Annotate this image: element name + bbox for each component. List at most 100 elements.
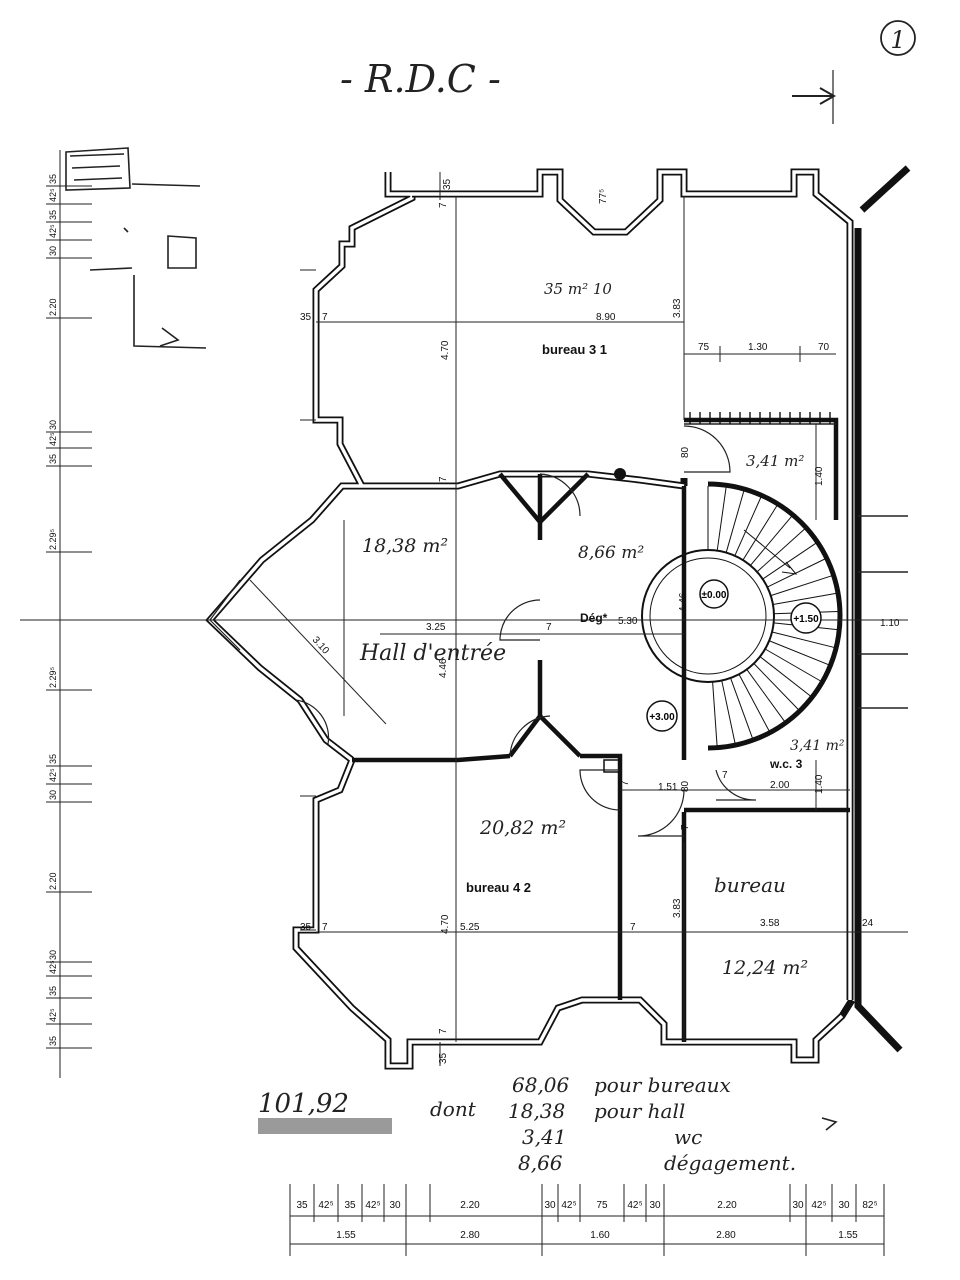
left-dim-label: 30 (48, 790, 58, 800)
svg-text:pour hall: pour hall (594, 1099, 685, 1123)
svg-text:35: 35 (442, 178, 453, 190)
left-dim-label: 2.29⁵ (48, 666, 58, 688)
summary-dont: dont (430, 1097, 477, 1121)
svg-text:8,66: 8,66 (518, 1151, 563, 1175)
bottom-dim-label: 35 (296, 1200, 308, 1211)
svg-text:7: 7 (546, 622, 552, 633)
svg-text:7: 7 (322, 922, 328, 933)
svg-text:1.40: 1.40 (814, 466, 825, 486)
level-marker: +1.50 (790, 602, 822, 634)
svg-text:1.10: 1.10 (880, 618, 900, 629)
wc-small-area: 3,41 m² (746, 452, 804, 470)
bureau-3-name: bureau (714, 873, 786, 897)
bottom-dim-label: 2.20 (717, 1200, 737, 1211)
svg-text:7: 7 (620, 780, 631, 786)
left-dim-label: 35 (48, 986, 58, 996)
svg-text:4.46: 4.46 (678, 592, 689, 612)
left-dim-label: 2.20 (48, 298, 58, 316)
svg-text:pour bureaux: pour bureaux (594, 1073, 731, 1097)
bottom-dim-label: 1.55 (838, 1230, 858, 1241)
bottom-dim-label: 30 (838, 1200, 850, 1211)
bottom-dim-label: 1.55 (336, 1230, 356, 1241)
dimension-lines (20, 172, 908, 1066)
svg-text:1.30: 1.30 (748, 342, 768, 353)
bottom-dim-label: 30 (389, 1200, 401, 1211)
left-dim-label: 35 (48, 210, 58, 220)
page-number: 1 (880, 20, 916, 56)
svg-text:7: 7 (722, 770, 728, 781)
svg-text:3.25: 3.25 (426, 622, 446, 633)
left-dim-label: 35 (48, 1036, 58, 1046)
svg-text:7: 7 (438, 476, 449, 482)
svg-text:5.30: 5.30 (618, 616, 638, 627)
bottom-dim-label: 30 (544, 1200, 556, 1211)
svg-text:4.70: 4.70 (440, 340, 451, 360)
left-dim-label: 35 (48, 174, 58, 184)
deg-area: 8,66 m² (578, 543, 644, 563)
svg-text:±0.00: ±0.00 (702, 590, 727, 601)
bottom-dim-label: 42⁵ (627, 1200, 642, 1211)
area-summary: 101,92 dont 68,06 pour bureaux 18,38 pou… (258, 1073, 838, 1175)
context-sketch (65, 147, 207, 349)
room-labels: 35 m² 10 bureau 3 1 3,41 m² 18,38 m² Hal… (359, 280, 845, 979)
left-dim-label: 42⁵ (48, 1008, 58, 1022)
left-dim-label: 42⁵ (48, 224, 58, 238)
left-dim-label: 42⁵ (48, 432, 58, 446)
total-area: 101,92 (258, 1089, 349, 1119)
left-dim-label: 35 (48, 754, 58, 764)
left-dim-label: 30 (48, 420, 58, 430)
svg-text:24: 24 (862, 918, 874, 929)
bureau-1-area: 35 m² 10 (544, 280, 612, 298)
left-dim-label: 42⁵ (48, 960, 58, 974)
level-markers: ±0.00 +1.50 +3.00 (646, 579, 822, 732)
bureau-1-name: bureau 3 1 (542, 342, 607, 357)
bottom-dim-label: 30 (649, 1200, 661, 1211)
svg-text:35: 35 (438, 1052, 449, 1064)
svg-text:7: 7 (438, 202, 449, 208)
svg-text:68,06: 68,06 (512, 1073, 570, 1097)
dimension-labels: 35 7 77⁵ 35 7 8.90 3.83 4.70 75 1.30 70 … (300, 178, 900, 1064)
svg-text:70: 70 (818, 342, 830, 353)
svg-text:7: 7 (630, 922, 636, 933)
bottom-dim-label: 2.80 (460, 1230, 480, 1241)
svg-text:1.51: 1.51 (658, 782, 678, 793)
svg-text:+1.50: +1.50 (793, 614, 819, 625)
bottom-dim-label: 2.80 (716, 1230, 736, 1241)
svg-text:+3.00: +3.00 (649, 712, 675, 723)
bottom-dim-label: 75 (596, 1200, 608, 1211)
svg-text:80: 80 (680, 446, 691, 458)
level-marker: ±0.00 (699, 579, 729, 609)
bottom-dim-label: 82⁵ (862, 1200, 877, 1211)
hall-area: 18,38 m² (362, 535, 448, 557)
svg-text:1: 1 (890, 26, 905, 54)
svg-text:7: 7 (680, 824, 691, 830)
svg-text:35: 35 (300, 312, 312, 323)
bureau-2-area: 20,82 m² (479, 817, 566, 839)
svg-text:3.10: 3.10 (310, 635, 331, 657)
wc-3-name: w.c. 3 (769, 757, 803, 771)
left-dim-label: 35 (48, 454, 58, 464)
deg-name: Dég* (580, 611, 608, 625)
bottom-dim-label: 30 (792, 1200, 804, 1211)
svg-text:3,41: 3,41 (522, 1125, 567, 1149)
north-arrow-icon (792, 70, 837, 124)
svg-text:77⁵: 77⁵ (598, 189, 609, 204)
wc-3-area: 3,41 m² (790, 738, 845, 754)
bottom-dim-label: 42⁵ (365, 1200, 380, 1211)
svg-text:dégagement.: dégagement. (664, 1151, 796, 1175)
left-dim-label: 30 (48, 950, 58, 960)
left-dim-label: 42⁵ (48, 188, 58, 202)
svg-text:3.83: 3.83 (672, 298, 683, 318)
left-dim-label: 2.20 (48, 872, 58, 890)
left-dimension-scale: 3542⁵3542⁵302.203042⁵352.29⁵2.29⁵3542⁵30… (46, 150, 92, 1078)
left-dim-label: 30 (48, 246, 58, 256)
svg-text:2.00: 2.00 (770, 780, 790, 791)
hall-name: Hall d'entrée (359, 641, 506, 666)
plan-title: - R.D.C - (340, 57, 501, 101)
svg-text:7: 7 (322, 312, 328, 323)
left-dim-label: 42⁵ (48, 768, 58, 782)
svg-text:4.46: 4.46 (438, 658, 449, 678)
svg-text:18,38: 18,38 (508, 1099, 565, 1123)
